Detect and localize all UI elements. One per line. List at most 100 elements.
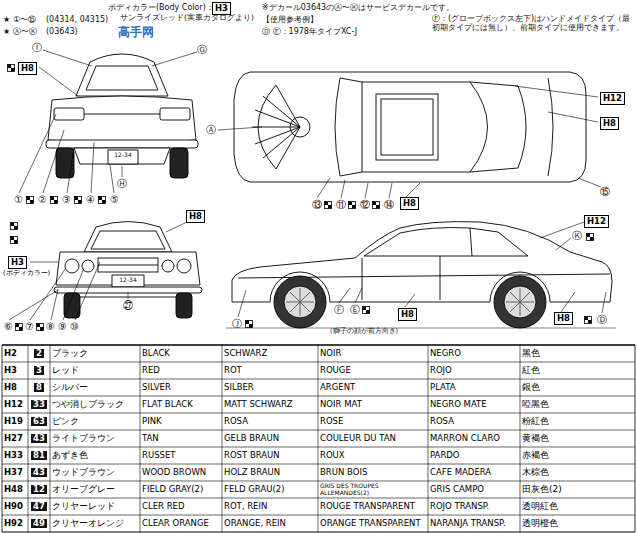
table-cell: H90 <box>4 498 26 515</box>
color-number: 63 <box>31 417 47 426</box>
color-name: ARGENT <box>320 383 355 392</box>
callout-number: ⑨ <box>58 321 67 333</box>
table-cell: 銀色 <box>522 379 633 396</box>
table-cell: 2 <box>30 345 48 362</box>
color-name: CAFE MADERA <box>430 468 491 477</box>
header-note: (04314, 04315) <box>46 15 108 24</box>
table-cell: H19 <box>4 413 26 430</box>
table-cell: SILVER <box>142 379 220 396</box>
paint-code: H27 <box>4 434 23 443</box>
color-number: 49 <box>31 519 47 528</box>
table-cell: 43 <box>30 430 48 447</box>
callout-number: Ⓘ <box>32 42 42 54</box>
paint-code-box: H3(ボディカラー) <box>8 256 27 269</box>
paint-code-box: H8 <box>600 117 619 130</box>
table-cell: 黑色 <box>522 345 633 362</box>
callout-number: ② <box>38 194 47 206</box>
table-cell: 透明橙色 <box>522 515 633 532</box>
license-plate-text: 12-34 <box>112 277 144 284</box>
callout-number: ㉗ <box>123 300 133 312</box>
table-cell: RED <box>142 362 220 379</box>
callout-number: ③ <box>62 194 71 206</box>
color-name: NEGRO <box>430 349 461 358</box>
table-cell: つや消しブラック <box>52 396 138 413</box>
color-name: NEGRO MATE <box>430 400 487 409</box>
paint-code: H3 <box>11 257 24 267</box>
table-cell: 透明紅色 <box>522 498 633 515</box>
table-cell: BLACK <box>142 345 220 362</box>
table-cell: SCHWARZ <box>224 345 316 362</box>
table-cell: レッド <box>52 362 138 379</box>
table-cell: 12 <box>30 481 48 498</box>
color-name: NARANJA TRANSP. <box>430 519 506 528</box>
table-cell: 47 <box>30 498 48 515</box>
callout-number: ① <box>14 194 23 206</box>
paint-code-box: H8 <box>400 197 419 210</box>
table-cell: H33 <box>4 447 26 464</box>
table-cell: GELB BRAUN <box>224 430 316 447</box>
table-cell: ARGENT <box>320 379 426 396</box>
color-number: 8 <box>34 383 44 392</box>
color-name: 粉紅色 <box>522 417 549 427</box>
paint-code-box: H12 <box>584 215 609 228</box>
table-cell: ウッドブラウン <box>52 464 138 481</box>
table-cell: PARDO <box>430 447 518 464</box>
header-note: Ⓓ Ⓔ：1978年タイプXC-J <box>262 27 357 36</box>
table-cell: ROT <box>224 362 316 379</box>
callout-number: Ⓖ <box>197 44 207 56</box>
callout-number: Ⓚ <box>572 230 582 242</box>
color-name: PARDO <box>430 451 460 460</box>
table-cell: 赤褐色 <box>522 447 633 464</box>
color-name: ROJO <box>430 366 452 375</box>
header-note: ボディカラー(Body Color)： <box>108 3 214 12</box>
paint-code: H3 <box>4 366 17 375</box>
paint-code-box: H3 <box>212 2 231 15</box>
table-cell: FELD GRAU(2) <box>224 481 316 498</box>
callout-number: ⑤ <box>110 194 119 206</box>
table-cell: NEGRO <box>430 345 518 362</box>
table-cell: あずき色 <box>52 447 138 464</box>
color-name: ROSA <box>224 417 248 426</box>
table-cell: ライトブラウン <box>52 430 138 447</box>
table-cell: クリヤーレッド <box>52 498 138 515</box>
color-name: ブラック <box>52 349 88 358</box>
paint-code: H33 <box>4 451 23 460</box>
color-name: SCHWARZ <box>224 349 267 358</box>
table-cell: PINK <box>142 413 220 430</box>
header-note: (03643) <box>46 27 78 36</box>
color-name: レッド <box>52 366 79 375</box>
table-cell: HOLZ BRAUN <box>224 464 316 481</box>
table-cell: H27 <box>4 430 26 447</box>
table-cell: H37 <box>4 464 26 481</box>
table-cell: ROJO <box>430 362 518 379</box>
color-name: ROST BRAUN <box>224 451 280 460</box>
table-cell: 3 <box>30 362 48 379</box>
color-name: ROSA <box>430 417 454 426</box>
table-cell: NOIR <box>320 345 426 362</box>
header-note: サンライズレッド(実車カタログより) <box>120 14 254 23</box>
table-cell: PLATA <box>430 379 518 396</box>
header-note: ①〜⑮ <box>13 15 36 24</box>
table-cell: WOOD BROWN <box>142 464 220 481</box>
color-name: ORANGE TRANSPARENT <box>320 519 421 528</box>
header-note: ★ <box>3 15 10 24</box>
table-cell: ROJO TRANSP. <box>430 498 518 515</box>
paint-code: H3 <box>215 3 228 13</box>
color-number: 12 <box>31 485 47 494</box>
table-cell: ピンク <box>52 413 138 430</box>
color-name: BLACK <box>142 349 170 358</box>
color-name: ORANGE, REIN <box>224 519 286 528</box>
table-cell: ROUGE TRANSPARENT <box>320 498 426 515</box>
color-name: 黑色 <box>522 349 540 359</box>
color-number: 2 <box>34 349 44 358</box>
color-name: ウッドブラウン <box>52 468 115 477</box>
color-name: GRIS DES TROUPES ALLEMANDES(2) <box>320 483 426 496</box>
color-name: シルバー <box>52 383 88 392</box>
color-name: ROJO TRANSP. <box>430 502 489 511</box>
paint-code: H37 <box>4 468 23 477</box>
paint-code-box: H8 <box>398 308 417 321</box>
table-cell: H3 <box>4 362 26 379</box>
table-cell: NARANJA TRANSP. <box>430 515 518 532</box>
color-name: NOIR <box>320 349 341 358</box>
table-cell: COULEUR DU TAN <box>320 430 426 447</box>
